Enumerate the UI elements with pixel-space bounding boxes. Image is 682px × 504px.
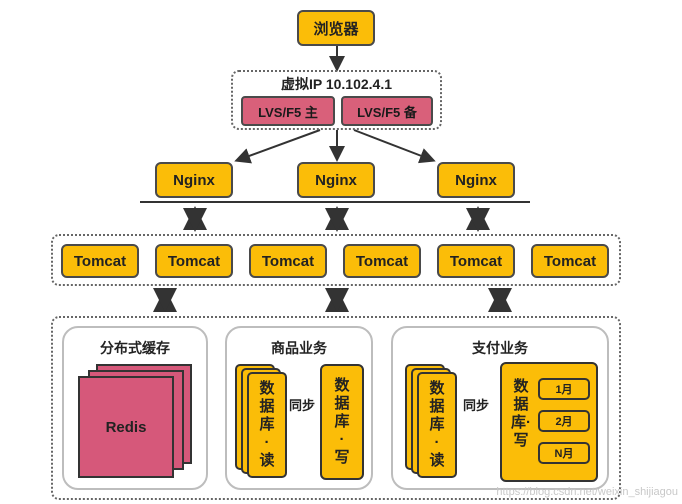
browser-node: 浏览器 xyxy=(297,10,375,46)
virtual-ip-group: 虚拟IP 10.102.4.1 LVS/F5 主 LVS/F5 备 xyxy=(231,70,442,130)
month-partition-2: 2月 xyxy=(538,410,590,432)
nginx-node-right: Nginx xyxy=(437,162,515,198)
nginx-label: Nginx xyxy=(173,171,215,189)
tomcat-label: Tomcat xyxy=(449,252,503,270)
redis-label: Redis xyxy=(105,418,147,436)
tomcat-node-6: Tomcat xyxy=(531,244,609,278)
month-partition-n: N月 xyxy=(538,442,590,464)
redis-node: Redis xyxy=(78,376,174,478)
pay-db-write-label-box: 数据库·写 xyxy=(510,378,532,450)
nginx-node-middle: Nginx xyxy=(297,162,375,198)
pay-db-write-label: 数据库·写 xyxy=(511,378,531,449)
vip-to-nginx-right-arrow xyxy=(353,129,436,164)
tomcat-node-1: Tomcat xyxy=(61,244,139,278)
lvs-backup-label: LVS/F5 备 xyxy=(357,104,417,120)
goods-db-read-label: 数据库·读 xyxy=(259,380,275,469)
tomcat-node-5: Tomcat xyxy=(437,244,515,278)
tomcat-label: Tomcat xyxy=(73,252,127,270)
tomcat-node-3: Tomcat xyxy=(249,244,327,278)
vip-to-nginx-left-arrow xyxy=(234,129,321,164)
pay-db-read-node: 数据库·读 xyxy=(417,372,457,478)
pay-title: 支付业务 xyxy=(472,340,528,356)
pay-db-read-label: 数据库·读 xyxy=(429,380,445,469)
goods-db-write-label: 数据库·写 xyxy=(334,377,350,466)
nginx-label: Nginx xyxy=(315,171,357,189)
nginx-label: Nginx xyxy=(455,171,497,189)
goods-sync-label: 同步 xyxy=(288,398,315,413)
lvs-primary-node: LVS/F5 主 xyxy=(241,96,335,126)
virtual-ip-label: 虚拟IP 10.102.4.1 xyxy=(280,76,393,92)
month-partition-1: 1月 xyxy=(538,378,590,400)
goods-db-read-node: 数据库·读 xyxy=(247,372,287,478)
cache-title: 分布式缓存 xyxy=(100,340,170,356)
pay-db-write-node: 数据库·写 1月 2月 N月 xyxy=(500,362,598,482)
tomcat-label: Tomcat xyxy=(167,252,221,270)
goods-title: 商品业务 xyxy=(271,340,327,356)
tomcat-label: Tomcat xyxy=(261,252,315,270)
month-partition-label: 2月 xyxy=(555,416,573,428)
lvs-backup-node: LVS/F5 备 xyxy=(341,96,433,126)
nginx-node-left: Nginx xyxy=(155,162,233,198)
goods-db-write-node: 数据库·写 xyxy=(320,364,364,480)
browser-label: 浏览器 xyxy=(313,20,359,38)
tomcat-cluster xyxy=(51,234,621,286)
tomcat-label: Tomcat xyxy=(355,252,409,270)
watermark: https://blog.csdn.net/weixin_shijiagou xyxy=(496,486,678,498)
services-group xyxy=(51,316,621,500)
tomcat-node-2: Tomcat xyxy=(155,244,233,278)
lvs-primary-label: LVS/F5 主 xyxy=(258,104,318,120)
tomcat-label: Tomcat xyxy=(543,252,597,270)
month-partition-label: 1月 xyxy=(555,384,573,396)
month-partition-label: N月 xyxy=(554,448,574,460)
tomcat-node-4: Tomcat xyxy=(343,244,421,278)
pay-sync-label: 同步 xyxy=(462,398,489,413)
